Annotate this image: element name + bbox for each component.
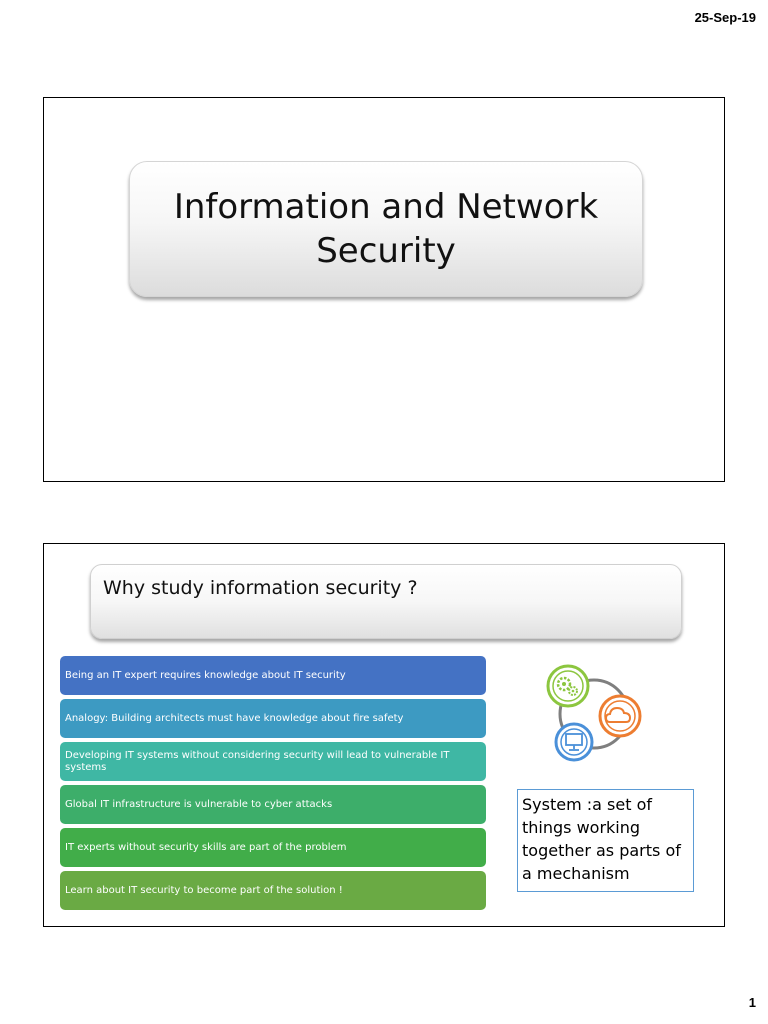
bullet-item: Developing IT systems without considerin… xyxy=(60,742,486,781)
page-number: 1 xyxy=(748,995,756,1010)
definition-box: System :a set of things working together… xyxy=(517,789,694,892)
heading-box: Why study information security ? xyxy=(90,564,682,639)
slide-heading: Why study information security ? xyxy=(103,577,418,599)
bullet-item: IT experts without security skills are p… xyxy=(60,828,486,867)
system-illustration xyxy=(544,662,644,762)
slide-title: Information and Network Security xyxy=(173,187,599,271)
bullet-item: Learn about IT security to become part o… xyxy=(60,871,486,910)
bullet-item: Analogy: Building architects must have k… xyxy=(60,699,486,738)
slide-2: Why study information security ? Being a… xyxy=(43,543,725,927)
cloud-icon xyxy=(598,694,642,738)
computer-icon xyxy=(554,722,594,762)
bullet-item: Global IT infrastructure is vulnerable t… xyxy=(60,785,486,824)
bullet-item: Being an IT expert requires knowledge ab… xyxy=(60,656,486,695)
gears-icon xyxy=(546,664,590,708)
slide-1: Information and Network Security xyxy=(43,97,725,482)
header-date: 25-Sep-19 xyxy=(694,10,756,25)
title-box: Information and Network Security xyxy=(129,161,643,297)
